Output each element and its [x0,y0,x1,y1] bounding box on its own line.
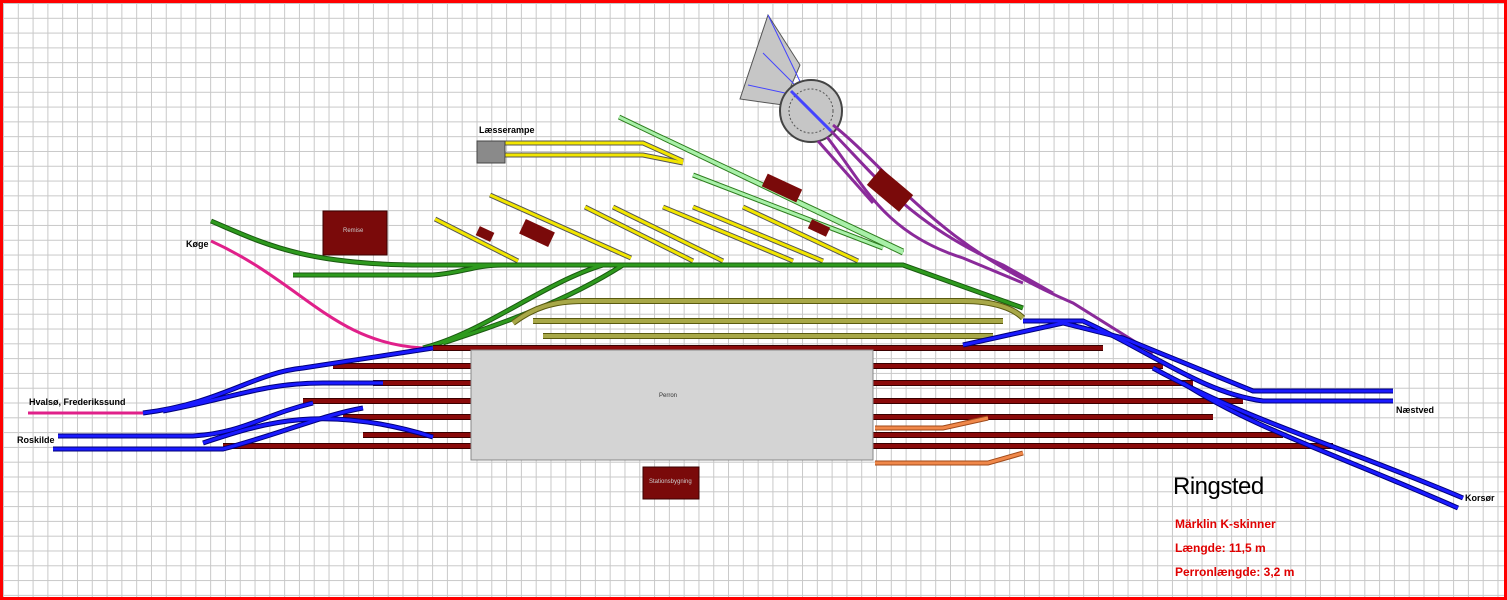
loading-ramp [476,140,506,164]
layout-title: Ringsted [1173,473,1264,500]
platform-label: Perron [659,393,678,399]
destination-korsor: Korsør [1465,493,1495,503]
station-building-label: Stationsbygning [649,479,692,485]
depot-label: Remise [343,228,364,234]
building-large [322,210,388,256]
building-small [519,218,555,248]
track-plan [28,13,1464,511]
destination-hvalso: Hvalsø, Frederikssund [29,397,126,407]
orange-sidings [875,415,1024,466]
loading-ramp-label: Læsserampe [479,125,535,135]
olive-sidings [511,298,1026,339]
platform [470,349,874,461]
station-building [642,466,700,500]
length-info: Længde: 11,5 m [1175,541,1266,555]
destination-koge: Køge [186,239,209,249]
destination-naestved: Næstved [1396,405,1435,415]
turntable-pit [788,88,834,134]
koge-line [210,239,424,350]
track-system-info: Märklin K-skinner [1175,517,1276,531]
platform-length-info: Perronlængde: 3,2 m [1175,565,1295,579]
building-goods-shed [761,173,803,203]
building-hut [807,219,831,237]
building-tiny [475,226,495,242]
turntable-bridge [789,89,833,133]
destination-roskilde: Roskilde [17,435,55,445]
depot-building [866,168,914,212]
